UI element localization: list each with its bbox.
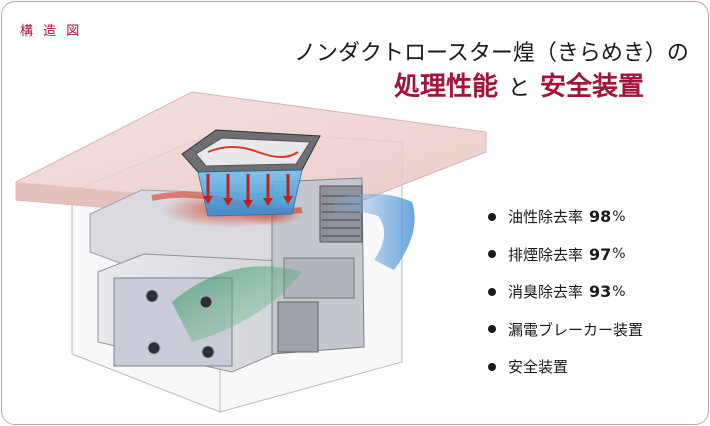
- feature-item-oil: 油性除去率 98 %: [488, 198, 643, 236]
- feature-unit: %: [612, 246, 626, 263]
- bullet-icon: [488, 362, 496, 371]
- feature-item-odor: 消臭除去率 93 %: [488, 273, 643, 311]
- feature-label: 排煙除去率: [508, 245, 584, 264]
- feature-label: 消臭除去率: [508, 283, 584, 302]
- green-airflow: [172, 266, 302, 342]
- feature-unit: %: [612, 283, 626, 300]
- diagram-tag: 構 造 図: [20, 24, 83, 39]
- feature-label: 安全装置: [508, 358, 569, 377]
- feature-label: 油性除去率: [508, 208, 584, 227]
- panel-bolts: [145, 289, 215, 359]
- bullet-icon: [488, 250, 496, 259]
- feature-unit: %: [612, 208, 626, 225]
- blue-airflow: [332, 193, 415, 270]
- title-processing-performance: 処理性能: [394, 72, 499, 102]
- bullet-icon: [488, 212, 496, 221]
- title-line-1: ノンダクトロースター煌（きらめき）の: [294, 41, 689, 66]
- feature-item-smoke: 排煙除去率 97 %: [488, 236, 643, 274]
- feature-item-safety: 安全装置: [488, 348, 643, 386]
- feature-item-breaker: 漏電ブレーカー装置: [488, 311, 643, 349]
- feature-list: 油性除去率 98 % 排煙除去率 97 % 消臭除去率 93 % 漏電ブレーカー…: [488, 198, 643, 386]
- feature-value: 98: [589, 207, 612, 227]
- title-conjunction: と: [508, 76, 531, 101]
- feature-value: 93: [589, 282, 612, 302]
- grill-grate: [181, 129, 321, 217]
- title-safety-device: 安全装置: [540, 72, 645, 102]
- bullet-icon: [488, 325, 496, 334]
- title-line-2: 処理性能と安全装置: [394, 66, 644, 103]
- bullet-icon: [488, 287, 496, 296]
- feature-value: 97: [589, 244, 612, 264]
- feature-label: 漏電ブレーカー装置: [508, 320, 644, 339]
